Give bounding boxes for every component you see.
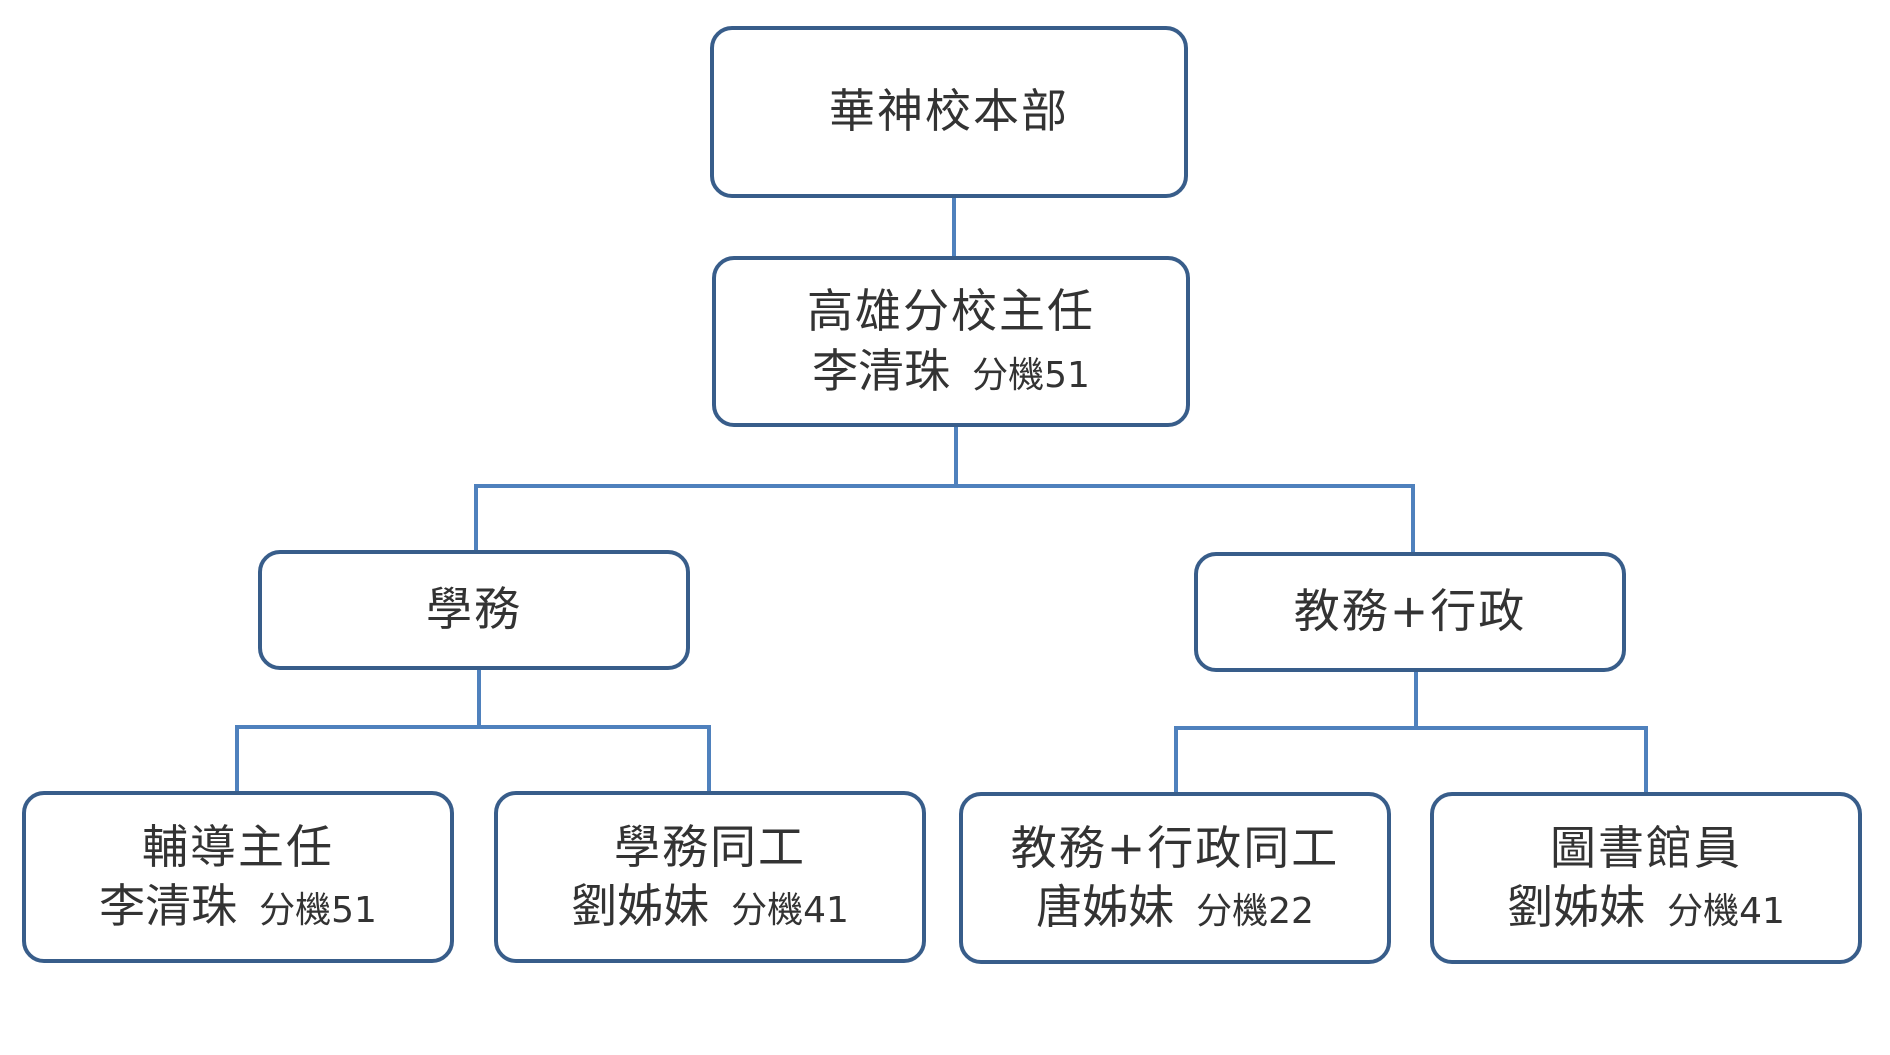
node-counseling-director: 輔導主任 李清珠分機51 (22, 791, 454, 963)
node-student-affairs: 學務 (258, 550, 690, 670)
node-librarian: 圖書館員 劉姊妹分機41 (1430, 792, 1862, 964)
node-counseling-director-title: 輔導主任 (142, 819, 334, 874)
node-librarian-name: 劉姊妹 (1507, 880, 1646, 934)
node-academic-admin-staff-person: 唐姊妹分機22 (1036, 880, 1314, 935)
connector-to-librarian (1644, 726, 1648, 794)
node-student-affairs-staff-ext: 分機41 (731, 890, 849, 931)
node-librarian-title: 圖書館員 (1550, 820, 1742, 875)
connector-to-student-affairs (474, 484, 478, 554)
node-student-affairs-title: 學務 (426, 582, 522, 637)
node-student-affairs-staff-title: 學務同工 (614, 819, 806, 874)
node-academic-admin-staff-name: 唐姊妹 (1036, 880, 1175, 934)
node-branch-head-name: 李清珠 (812, 343, 951, 398)
node-root-title: 華神校本部 (829, 84, 1069, 139)
node-librarian-ext: 分機41 (1667, 891, 1785, 932)
node-academic-admin: 教務+行政 (1194, 552, 1626, 672)
connector-level3-right-horizontal (1174, 726, 1648, 730)
node-librarian-person: 劉姊妹分機41 (1507, 880, 1785, 935)
connector-to-academic-admin (1411, 484, 1415, 556)
node-academic-admin-staff-ext: 分機22 (1196, 891, 1314, 932)
node-counseling-director-person: 李清珠分機51 (99, 879, 377, 934)
connector-academic-admin-down (1414, 672, 1418, 728)
node-academic-admin-title: 教務+行政 (1293, 584, 1527, 639)
node-branch-head-ext: 分機51 (972, 354, 1090, 396)
node-student-affairs-staff: 學務同工 劉姊妹分機41 (494, 791, 926, 963)
connector-level3-left-horizontal (235, 725, 711, 729)
connector-to-academic-admin-staff (1174, 726, 1178, 794)
node-branch-head: 高雄分校主任 李清珠分機51 (712, 256, 1190, 427)
node-student-affairs-staff-name: 劉姊妹 (571, 879, 710, 933)
connector-to-student-affairs-staff (707, 725, 711, 793)
node-root: 華神校本部 (710, 26, 1188, 198)
connector-to-counseling-director (235, 725, 239, 793)
node-academic-admin-staff-title: 教務+行政同工 (1010, 820, 1340, 875)
node-branch-head-title: 高雄分校主任 (807, 284, 1095, 339)
node-counseling-director-ext: 分機51 (259, 890, 377, 931)
node-academic-admin-staff: 教務+行政同工 唐姊妹分機22 (959, 792, 1391, 964)
connector-student-affairs-down (477, 670, 481, 727)
node-student-affairs-staff-person: 劉姊妹分機41 (571, 879, 849, 934)
connector-branch-head-down (954, 425, 958, 486)
node-counseling-director-name: 李清珠 (99, 879, 238, 933)
connector-root-to-branch-head (952, 198, 956, 258)
connector-level2-horizontal (474, 484, 1415, 488)
node-branch-head-person: 李清珠分機51 (812, 344, 1090, 399)
